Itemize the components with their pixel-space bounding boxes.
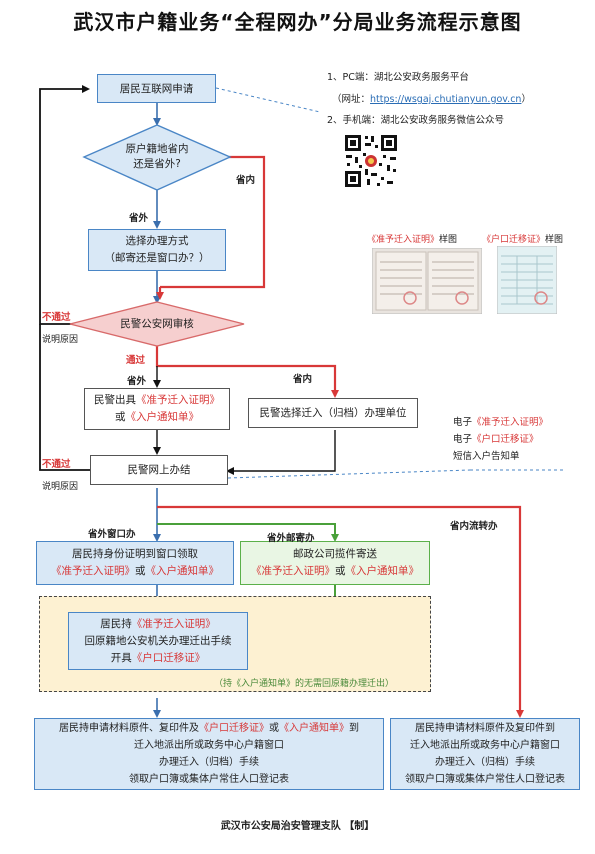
postal-delivery-box: 邮政公司揽件寄送 《准予迁入证明》或《入户通知单》 <box>240 541 430 585</box>
sample-migration-image <box>497 246 557 314</box>
page-title: 武汉市户籍业务“全程网办”分局业务流程示意图 <box>73 10 522 34</box>
electronic-certificate-text: 电子《准予迁入证明》 <box>453 417 549 428</box>
online-completion-box: 民警网上办结 <box>90 455 228 485</box>
issue-certificate-box: 民警出具《准予迁入证明》 或《入户通知单》 <box>84 388 230 430</box>
label-reason-1: 说明原因 <box>42 335 79 345</box>
final-window-procedure-box: 居民持申请材料原件、复印件及《户口迁移证》或《入户通知单》到 迁入地派出所或政务… <box>34 718 384 790</box>
choose-method-box: 选择办理方式 （邮寄还是窗口办？） <box>88 229 226 271</box>
label-window-route: 省外窗口办 <box>88 529 136 540</box>
province-decision-text: 原户籍地省内 还是省外? <box>125 143 189 170</box>
electronic-migration-text: 电子《户口迁移证》 <box>453 434 539 445</box>
mobile-platform-text: 2、手机端：湖北公安政务服务微信公众号 <box>327 115 505 126</box>
sms-notice-text: 短信入户告知单 <box>453 451 520 462</box>
website-link[interactable]: https://wsgaj.chutianyun.gov.cn <box>370 94 522 105</box>
label-out-province-1: 省外 <box>129 213 149 224</box>
sample-migration-caption: 《户口迁移证》样图 <box>482 235 564 245</box>
online-application-box: 居民互联网申请 <box>97 74 216 103</box>
website-text: （网址：https://wsgaj.chutianyun.gov.cn） <box>332 94 531 105</box>
final-transfer-procedure-box: 居民持申请材料原件及复印件到 迁入地派出所或政务中心户籍窗口 办理迁入（归档）手… <box>390 718 580 790</box>
select-unit-box: 民警选择迁入（归档）办理单位 <box>248 398 418 428</box>
origin-procedure-box: 居民持《准予迁入证明》 回原籍地公安机关办理迁出手续 开具《户口迁移证》 <box>68 612 248 670</box>
label-fail-2: 不通过 <box>42 459 71 470</box>
label-fail-1: 不通过 <box>42 312 71 323</box>
pc-platform-text: 1、PC端：湖北公安政务服务平台 <box>327 72 469 83</box>
window-pickup-box: 居民持身份证明到窗口领取 《准予迁入证明》或《入户通知单》 <box>36 541 234 585</box>
notice-exemption-note: （持《入户通知单》的无需回原籍办理迁出） <box>214 679 395 689</box>
online-application-label: 居民互联网申请 <box>119 82 194 95</box>
sample-certificate-caption: 《准予迁入证明》样图 <box>367 235 458 245</box>
label-in-province-2: 省内 <box>293 374 313 385</box>
qr-code <box>343 133 399 189</box>
label-mail-route: 省外邮寄办 <box>267 533 315 544</box>
label-out-province-2: 省外 <box>127 376 147 387</box>
label-pass: 通过 <box>126 355 146 366</box>
sample-certificate-image <box>372 248 482 314</box>
police-review-text: 民警公安网审核 <box>120 318 194 330</box>
footer-credit: 武汉市公安局治安管理支队 【制】 <box>220 821 375 832</box>
label-in-province-1: 省内 <box>236 175 256 186</box>
label-reason-2: 说明原因 <box>42 482 79 492</box>
label-transfer-route: 省内流转办 <box>450 521 498 532</box>
